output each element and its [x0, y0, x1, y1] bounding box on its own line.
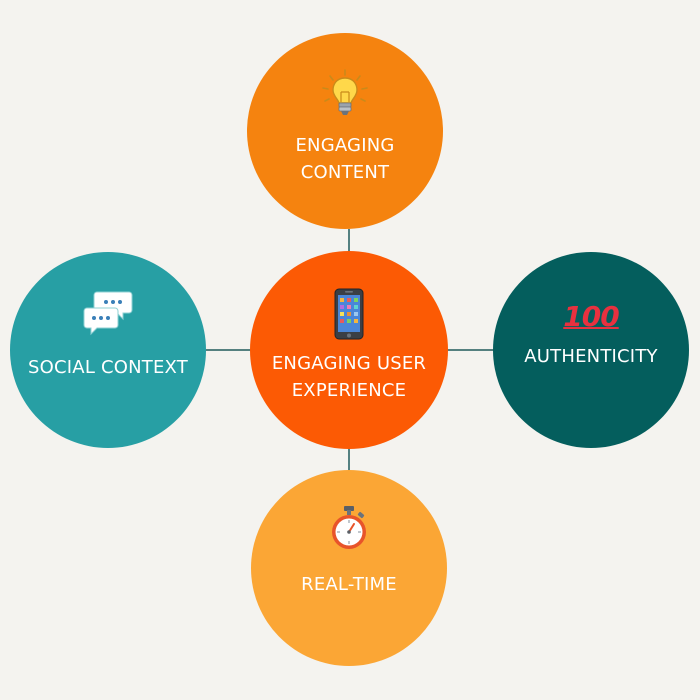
engaging-content-node: ENGAGING CONTENT: [247, 33, 443, 229]
engaging-content-label: ENGAGING CONTENT: [295, 135, 395, 183]
lightbulb-icon: [320, 68, 370, 122]
hundred-points-icon: 100: [563, 299, 619, 333]
social-context-node: SOCIAL CONTEXT: [10, 252, 206, 448]
stopwatch-icon: [329, 505, 369, 555]
real-time-label: REAL-TIME: [301, 573, 397, 595]
speech-bubbles-icon: [83, 290, 133, 340]
smartphone-icon: [334, 288, 364, 344]
engaging-user-experience-label: ENGAGING USER EXPERIENCE: [271, 353, 427, 401]
authenticity-label: AUTHENTICITY: [524, 345, 658, 367]
social-context-label: SOCIAL CONTEXT: [28, 356, 188, 378]
authenticity-node: 100 AUTHENTICITY: [493, 252, 689, 448]
real-time-node: REAL-TIME: [251, 470, 447, 666]
engaging-user-experience-node: ENGAGING USER EXPERIENCE: [250, 251, 448, 449]
